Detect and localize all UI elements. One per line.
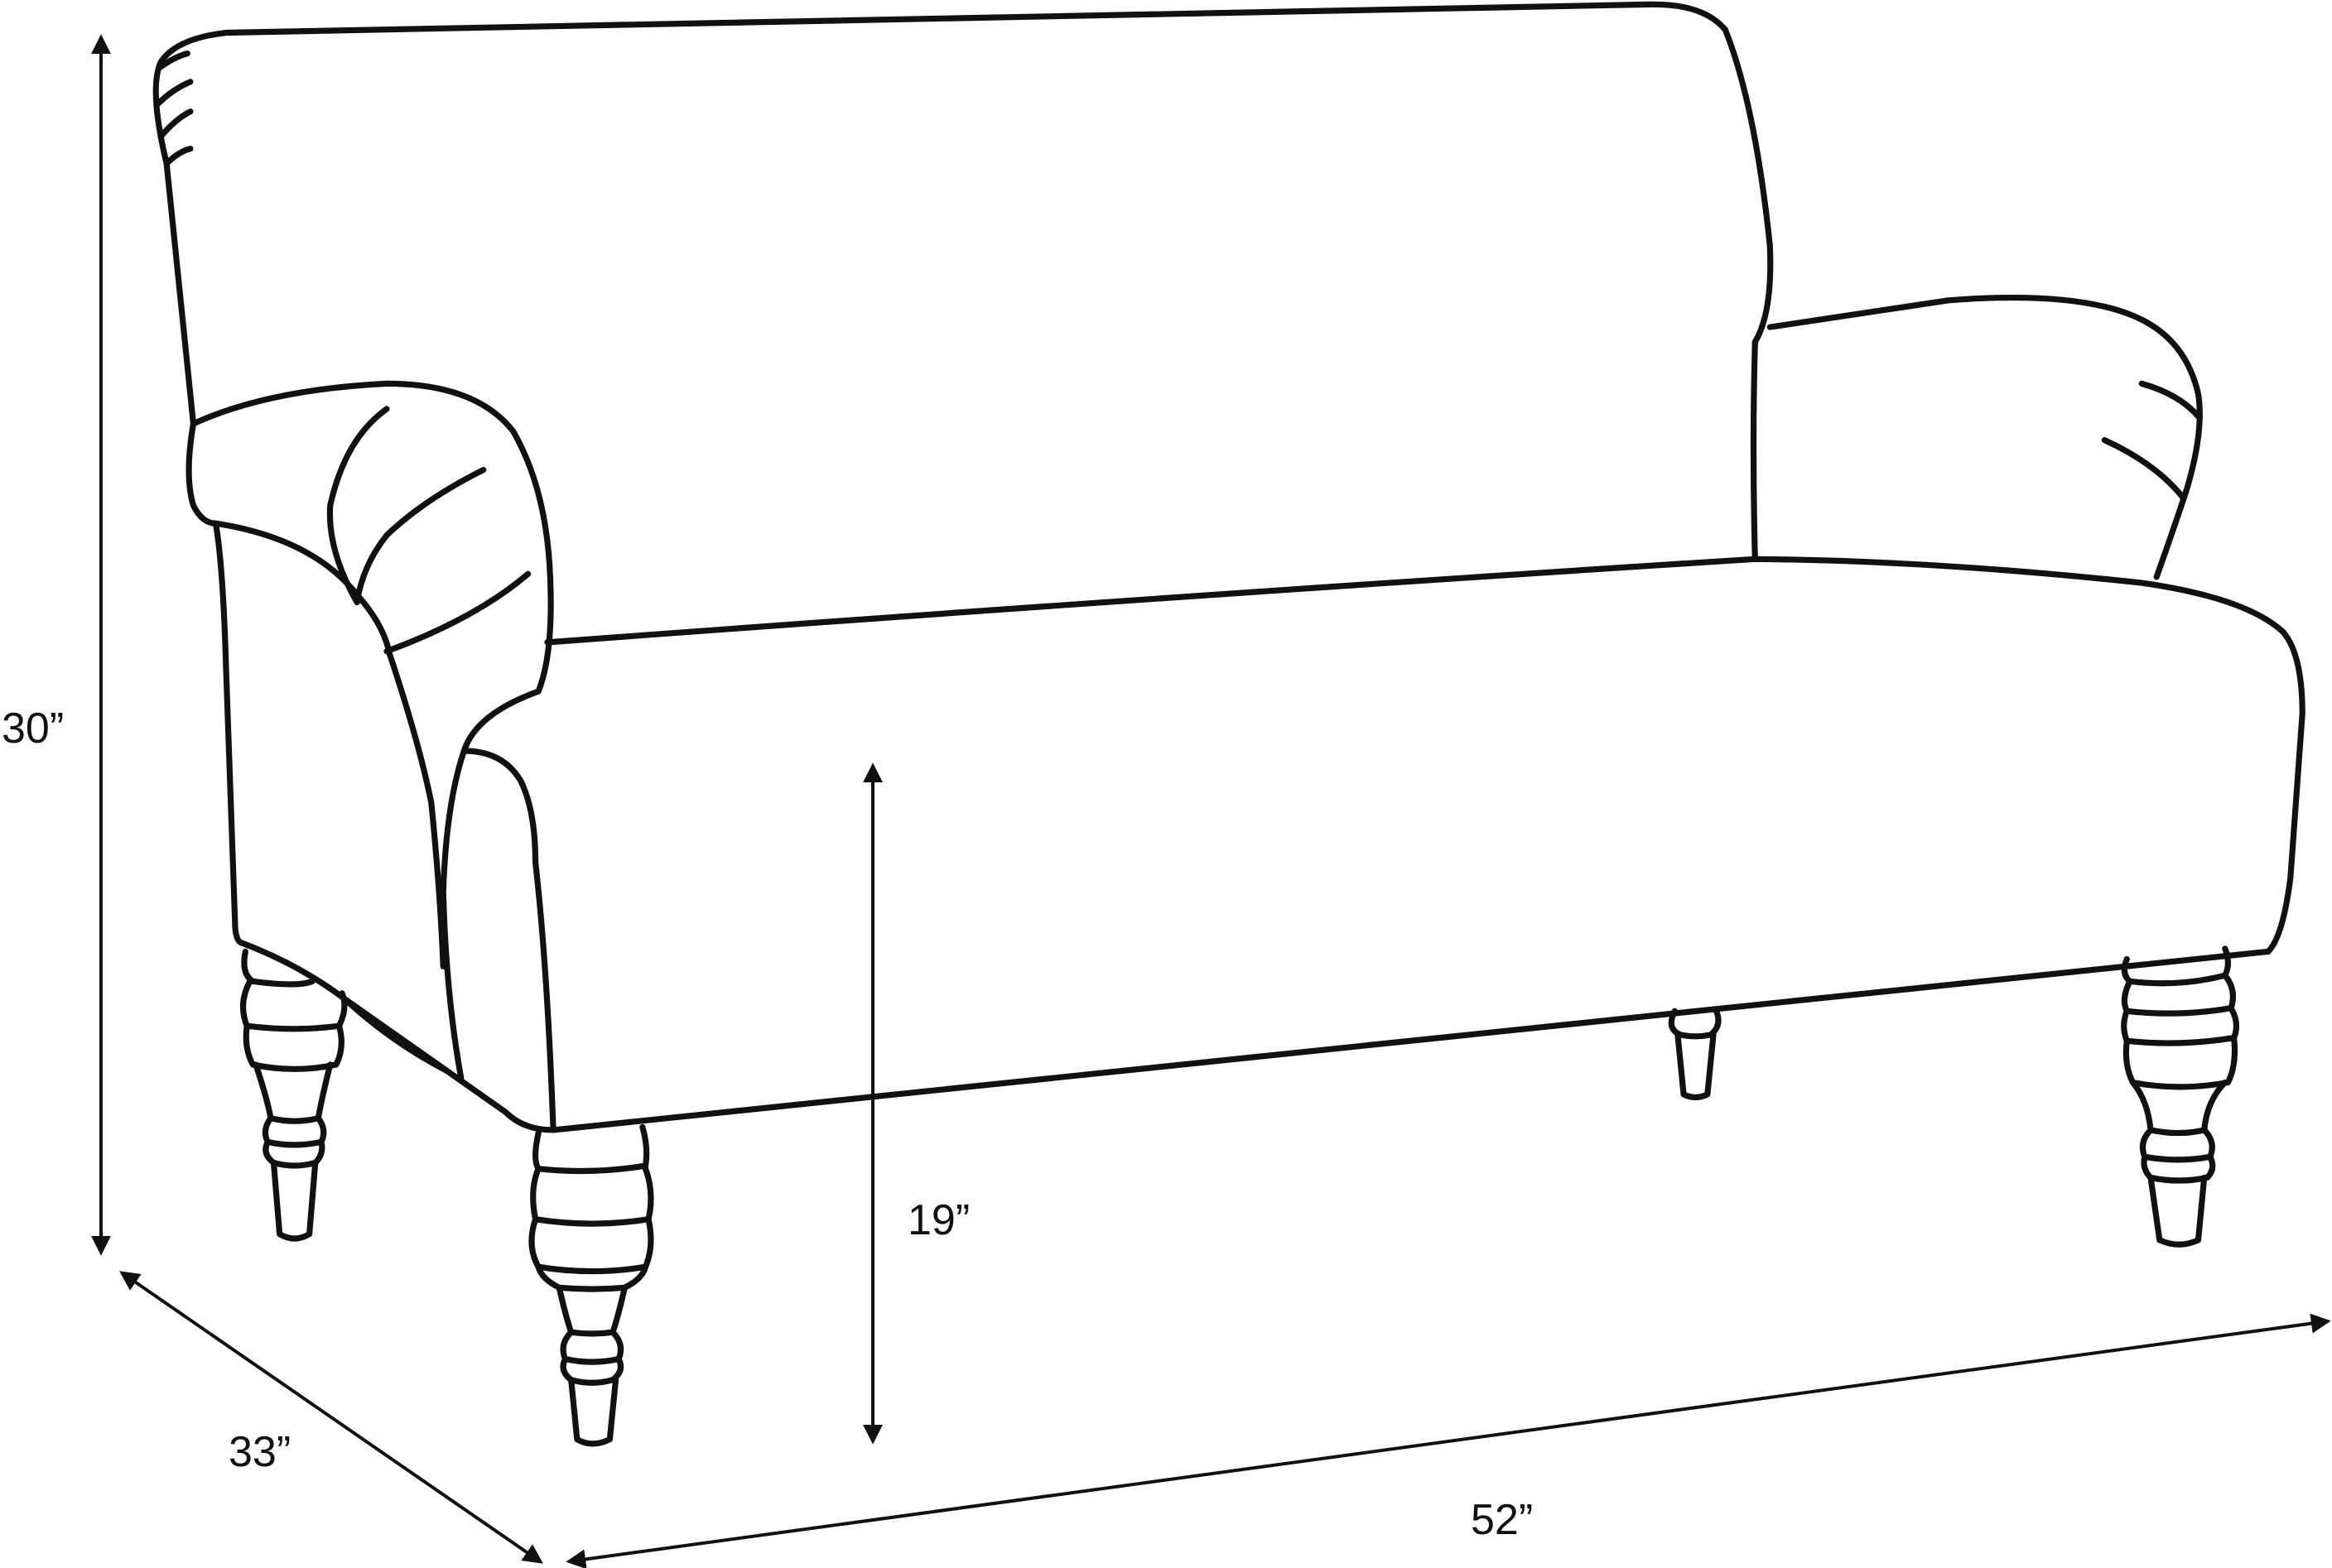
seat-cushion [544,556,2306,955]
depth-dimension-line [119,1271,543,1564]
height-label: 30” [2,705,65,753]
leg-rear-center [1668,1008,1722,1101]
leg-front-center [528,1123,654,1447]
width-dimension-line [566,1313,2331,1568]
leg-front-left [239,948,348,1242]
depth-label: 33” [229,1428,292,1476]
sofa-back [152,1,1774,427]
sofa-left-arm [190,380,554,754]
seat-height-label: 19” [908,1196,971,1244]
left-arm-front [212,520,244,946]
width-label: 52” [1471,1496,1534,1544]
sofa-outline [152,1,2306,1447]
sofa-right-back [1766,294,2203,580]
leg-rear-right [2121,945,2240,1248]
